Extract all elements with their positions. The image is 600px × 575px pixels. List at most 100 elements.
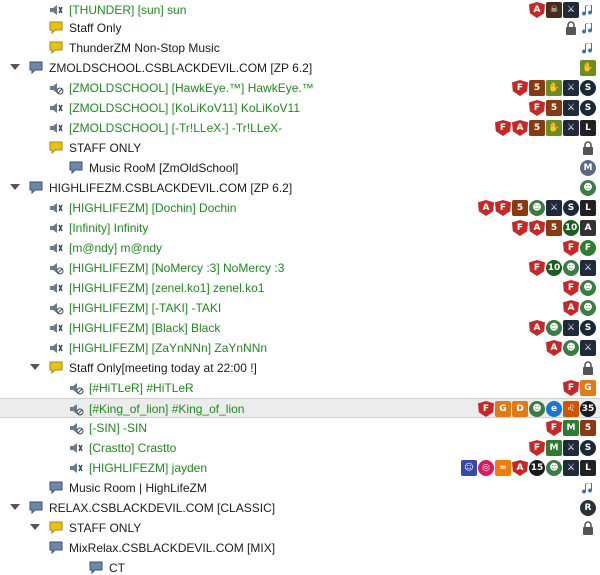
zombie-hand-icon: ✋ bbox=[546, 80, 562, 96]
expand-arrow-icon[interactable] bbox=[10, 64, 20, 70]
row-label: MixRelax.CSBLACKDEVIL.COM [MIX] bbox=[69, 541, 276, 555]
shield-f-icon: F bbox=[495, 120, 511, 136]
chat-bubble-blue-icon bbox=[48, 480, 64, 496]
counter-strike-icon: ⚔ bbox=[563, 120, 579, 136]
counter-strike-icon: ⚔ bbox=[563, 100, 579, 116]
speaker-icon bbox=[48, 320, 64, 336]
speaker-icon bbox=[48, 340, 64, 356]
assassin-icon: A bbox=[580, 220, 596, 236]
l4d-icon: L bbox=[580, 460, 596, 476]
row-label: RELAX.CSBLACKDEVIL.COM [CLASSIC] bbox=[49, 501, 276, 515]
row-label: [HIGHLIFEZM] [-TAKI] -TAKI bbox=[69, 301, 222, 315]
music-note-icon bbox=[580, 2, 596, 18]
expand-arrow-icon[interactable] bbox=[30, 524, 40, 530]
speaker-icon bbox=[48, 200, 64, 216]
zombie-face-icon: ☻ bbox=[580, 180, 596, 196]
speaker-icon bbox=[68, 440, 84, 456]
zombie-hand-icon: ✋ bbox=[546, 120, 562, 136]
lock-icon bbox=[580, 520, 596, 536]
row-label: [#HiTLeR] #HiTLeR bbox=[89, 381, 194, 395]
shield-f-icon: F bbox=[529, 100, 545, 116]
badge-5-icon: 5 bbox=[512, 200, 528, 216]
shield-a-icon: A bbox=[512, 120, 528, 136]
zombie-face-icon: ☻ bbox=[580, 300, 596, 316]
chat-bubble-blue-icon bbox=[28, 180, 44, 196]
row-label: [HIGHLIFEZM] [Dochin] Dochin bbox=[69, 201, 237, 215]
badge-5-icon: 5 bbox=[546, 100, 562, 116]
zombie-face-icon: ☻ bbox=[580, 280, 596, 296]
speaker-muted-icon bbox=[48, 300, 64, 316]
speaker-icon bbox=[48, 240, 64, 256]
server-channel-row[interactable]: ZMOLDSCHOOL.CSBLACKDEVIL.COM [ZP 6.2]✋ bbox=[0, 58, 600, 78]
shield-f-icon: F bbox=[512, 220, 528, 236]
chat-bubble-blue-icon bbox=[28, 60, 44, 76]
server-channel-row[interactable]: RELAX.CSBLACKDEVIL.COM [CLASSIC]R bbox=[0, 498, 600, 518]
row-label: [THUNDER] [sun] sun bbox=[69, 3, 187, 17]
channel-row[interactable]: Music RooM [ZmOldSchool]M bbox=[0, 158, 600, 178]
row-label: [HIGHLIFEZM] [NoMercy :3] NoMercy :3 bbox=[69, 261, 285, 275]
speaker-icon bbox=[48, 120, 64, 136]
channel-row[interactable]: STAFF ONLY bbox=[0, 518, 600, 538]
expand-arrow-icon[interactable] bbox=[10, 504, 20, 510]
badge-group bbox=[580, 520, 596, 536]
lock-icon bbox=[563, 20, 579, 36]
badge-group bbox=[580, 360, 596, 376]
channel-row[interactable]: Music Room | HighLifeZM bbox=[0, 478, 600, 498]
chat-bubble-blue-icon bbox=[28, 500, 44, 516]
row-label: HIGHLIFEZM.CSBLACKDEVIL.COM [ZP 6.2] bbox=[49, 181, 293, 195]
row-label: ZMOLDSCHOOL.CSBLACKDEVIL.COM [ZP 6.2] bbox=[49, 61, 313, 75]
expand-arrow-icon[interactable] bbox=[10, 184, 20, 190]
m-green-icon: M bbox=[563, 420, 579, 436]
channel-row[interactable]: STAFF ONLY bbox=[0, 138, 600, 158]
channel-row[interactable]: CT bbox=[0, 558, 600, 575]
speaker-icon bbox=[48, 220, 64, 236]
counter-strike-icon: ⚔ bbox=[580, 260, 596, 276]
server-channel-row[interactable]: MixRelax.CSBLACKDEVIL.COM [MIX] bbox=[0, 538, 600, 558]
badge-35-icon: 35 bbox=[580, 401, 596, 417]
skull-icon: ☠ bbox=[546, 2, 562, 18]
d-orange-icon: D bbox=[512, 401, 528, 417]
channel-row[interactable]: Staff Only[meeting today at 22:00 !] bbox=[0, 358, 600, 378]
chat-bubble-blue-icon bbox=[68, 160, 84, 176]
shield-a-icon: A bbox=[512, 460, 528, 476]
badge-group: M bbox=[580, 160, 596, 176]
shield-a-icon: A bbox=[563, 300, 579, 316]
steam-icon: S bbox=[580, 80, 596, 96]
badge-group: A☻⚔ bbox=[546, 340, 596, 356]
shield-a-icon: A bbox=[529, 2, 545, 18]
shield-f-icon: F bbox=[563, 240, 579, 256]
g-orange-icon: G bbox=[495, 401, 511, 417]
chat-bubble-yellow-icon bbox=[48, 20, 64, 36]
user-row[interactable]: [HIGHLIFEZM] [-TAKI] -TAKI A☻ bbox=[0, 298, 600, 318]
server-channel-row[interactable]: HIGHLIFEZM.CSBLACKDEVIL.COM [ZP 6.2] ☻ bbox=[0, 178, 600, 198]
badge-15-icon: 15 bbox=[529, 460, 545, 476]
shield-a-icon: A bbox=[546, 340, 562, 356]
channel-row[interactable]: Staff Only bbox=[0, 18, 600, 38]
expand-arrow-icon[interactable] bbox=[30, 364, 40, 370]
row-label: [m@ndy] m@ndy bbox=[69, 241, 163, 255]
channel-row[interactable]: ThunderZM Non-Stop Music bbox=[0, 38, 600, 58]
music-note-icon bbox=[580, 40, 596, 56]
zombie-face-icon: ☻ bbox=[529, 401, 545, 417]
